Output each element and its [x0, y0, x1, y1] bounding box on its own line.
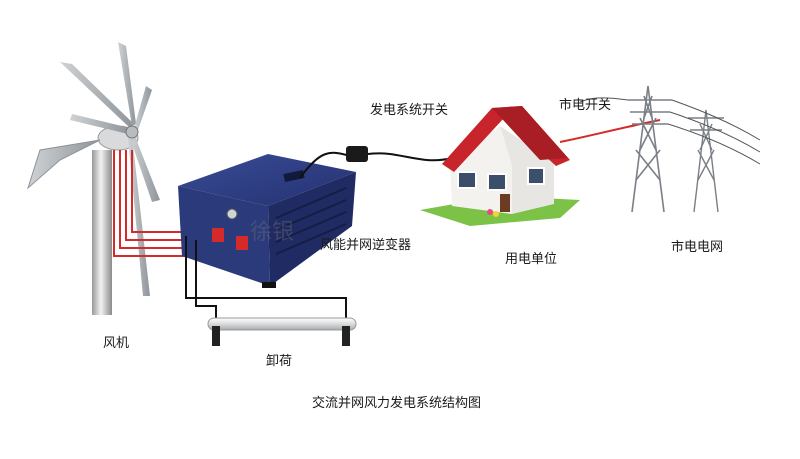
grid-switch-label: 市电开关	[559, 98, 612, 113]
house-window	[487, 173, 507, 191]
dump-load-wires	[185, 236, 347, 324]
turbine-label: 风机	[103, 336, 130, 351]
turbine-pole	[92, 150, 112, 315]
house-flowers	[487, 209, 493, 215]
house-window	[457, 171, 477, 189]
turbine-tail	[26, 139, 101, 190]
power-switch-plug	[346, 146, 368, 162]
house-door	[500, 194, 510, 212]
turbine-blade	[118, 42, 136, 126]
power-lines	[579, 97, 761, 165]
dump-load-label: 卸荷	[266, 354, 293, 369]
inverter-terminal	[236, 236, 248, 250]
dump-load	[207, 317, 357, 346]
dump-load-rod	[207, 317, 357, 331]
turbine-blade	[134, 86, 152, 130]
turbine-blade	[70, 114, 130, 134]
watermark: 徐银	[250, 220, 295, 245]
house-to-grid-cable	[559, 119, 661, 143]
inverter-foot	[262, 282, 276, 288]
turbine-blade	[130, 134, 160, 202]
wind-turbine	[26, 42, 160, 315]
grid-tie-inverter	[178, 154, 356, 288]
inverter-terminal	[212, 228, 224, 242]
dump-load-bracket	[342, 326, 350, 346]
inverter-display	[283, 170, 305, 182]
inverter-heatsink	[275, 187, 347, 255]
inverter-knob	[226, 208, 238, 220]
turbine-hub	[125, 125, 139, 139]
house-flowers	[493, 211, 499, 217]
turbine-blade	[60, 62, 134, 128]
power-tower	[628, 85, 672, 213]
grid-label: 市电电网	[671, 240, 724, 255]
diagram-caption: 交流并网风力发电系统结构图	[312, 396, 482, 411]
power-switch-label: 发电系统开关	[370, 103, 449, 118]
house	[420, 106, 580, 226]
house-roof-top	[492, 106, 568, 160]
inverter-to-house-cable	[299, 146, 453, 179]
inverter-label: 风能并网逆变器	[320, 238, 412, 253]
house-label: 用电单位	[505, 252, 558, 267]
inverter-side	[268, 172, 356, 286]
inverter-top	[178, 154, 356, 206]
house-window	[527, 167, 545, 185]
turbine-wires	[113, 150, 214, 257]
dump-load-bracket	[212, 326, 220, 346]
house-front-wall	[450, 126, 512, 214]
